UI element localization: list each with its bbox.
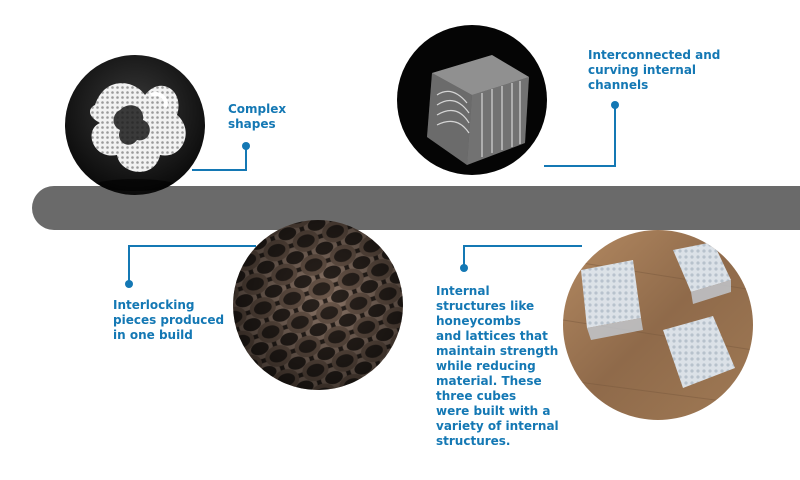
glass-cube-photo <box>397 25 547 175</box>
connector-interlocking <box>128 245 256 284</box>
gyroid-lattice-photo <box>65 55 205 195</box>
chainmail-photo <box>233 220 403 390</box>
timeline-bar <box>32 186 800 230</box>
label-internal-channels: Interconnected and curving internal chan… <box>588 48 721 92</box>
dot-interlocking <box>125 280 133 288</box>
label-internal-structures: Internal structures like honeycombs and … <box>436 284 559 448</box>
connector-internal-structures <box>463 245 582 268</box>
connector-internal-channels <box>544 105 616 167</box>
dot-complex-shapes <box>242 142 250 150</box>
label-complex-shapes: Complex shapes <box>228 102 287 131</box>
lattice-cubes-photo <box>563 230 753 420</box>
dot-internal-structures <box>460 264 468 272</box>
label-interlocking: Interlocking pieces produced in one buil… <box>113 298 225 342</box>
connector-complex-shapes <box>192 146 247 171</box>
dot-internal-channels <box>611 101 619 109</box>
